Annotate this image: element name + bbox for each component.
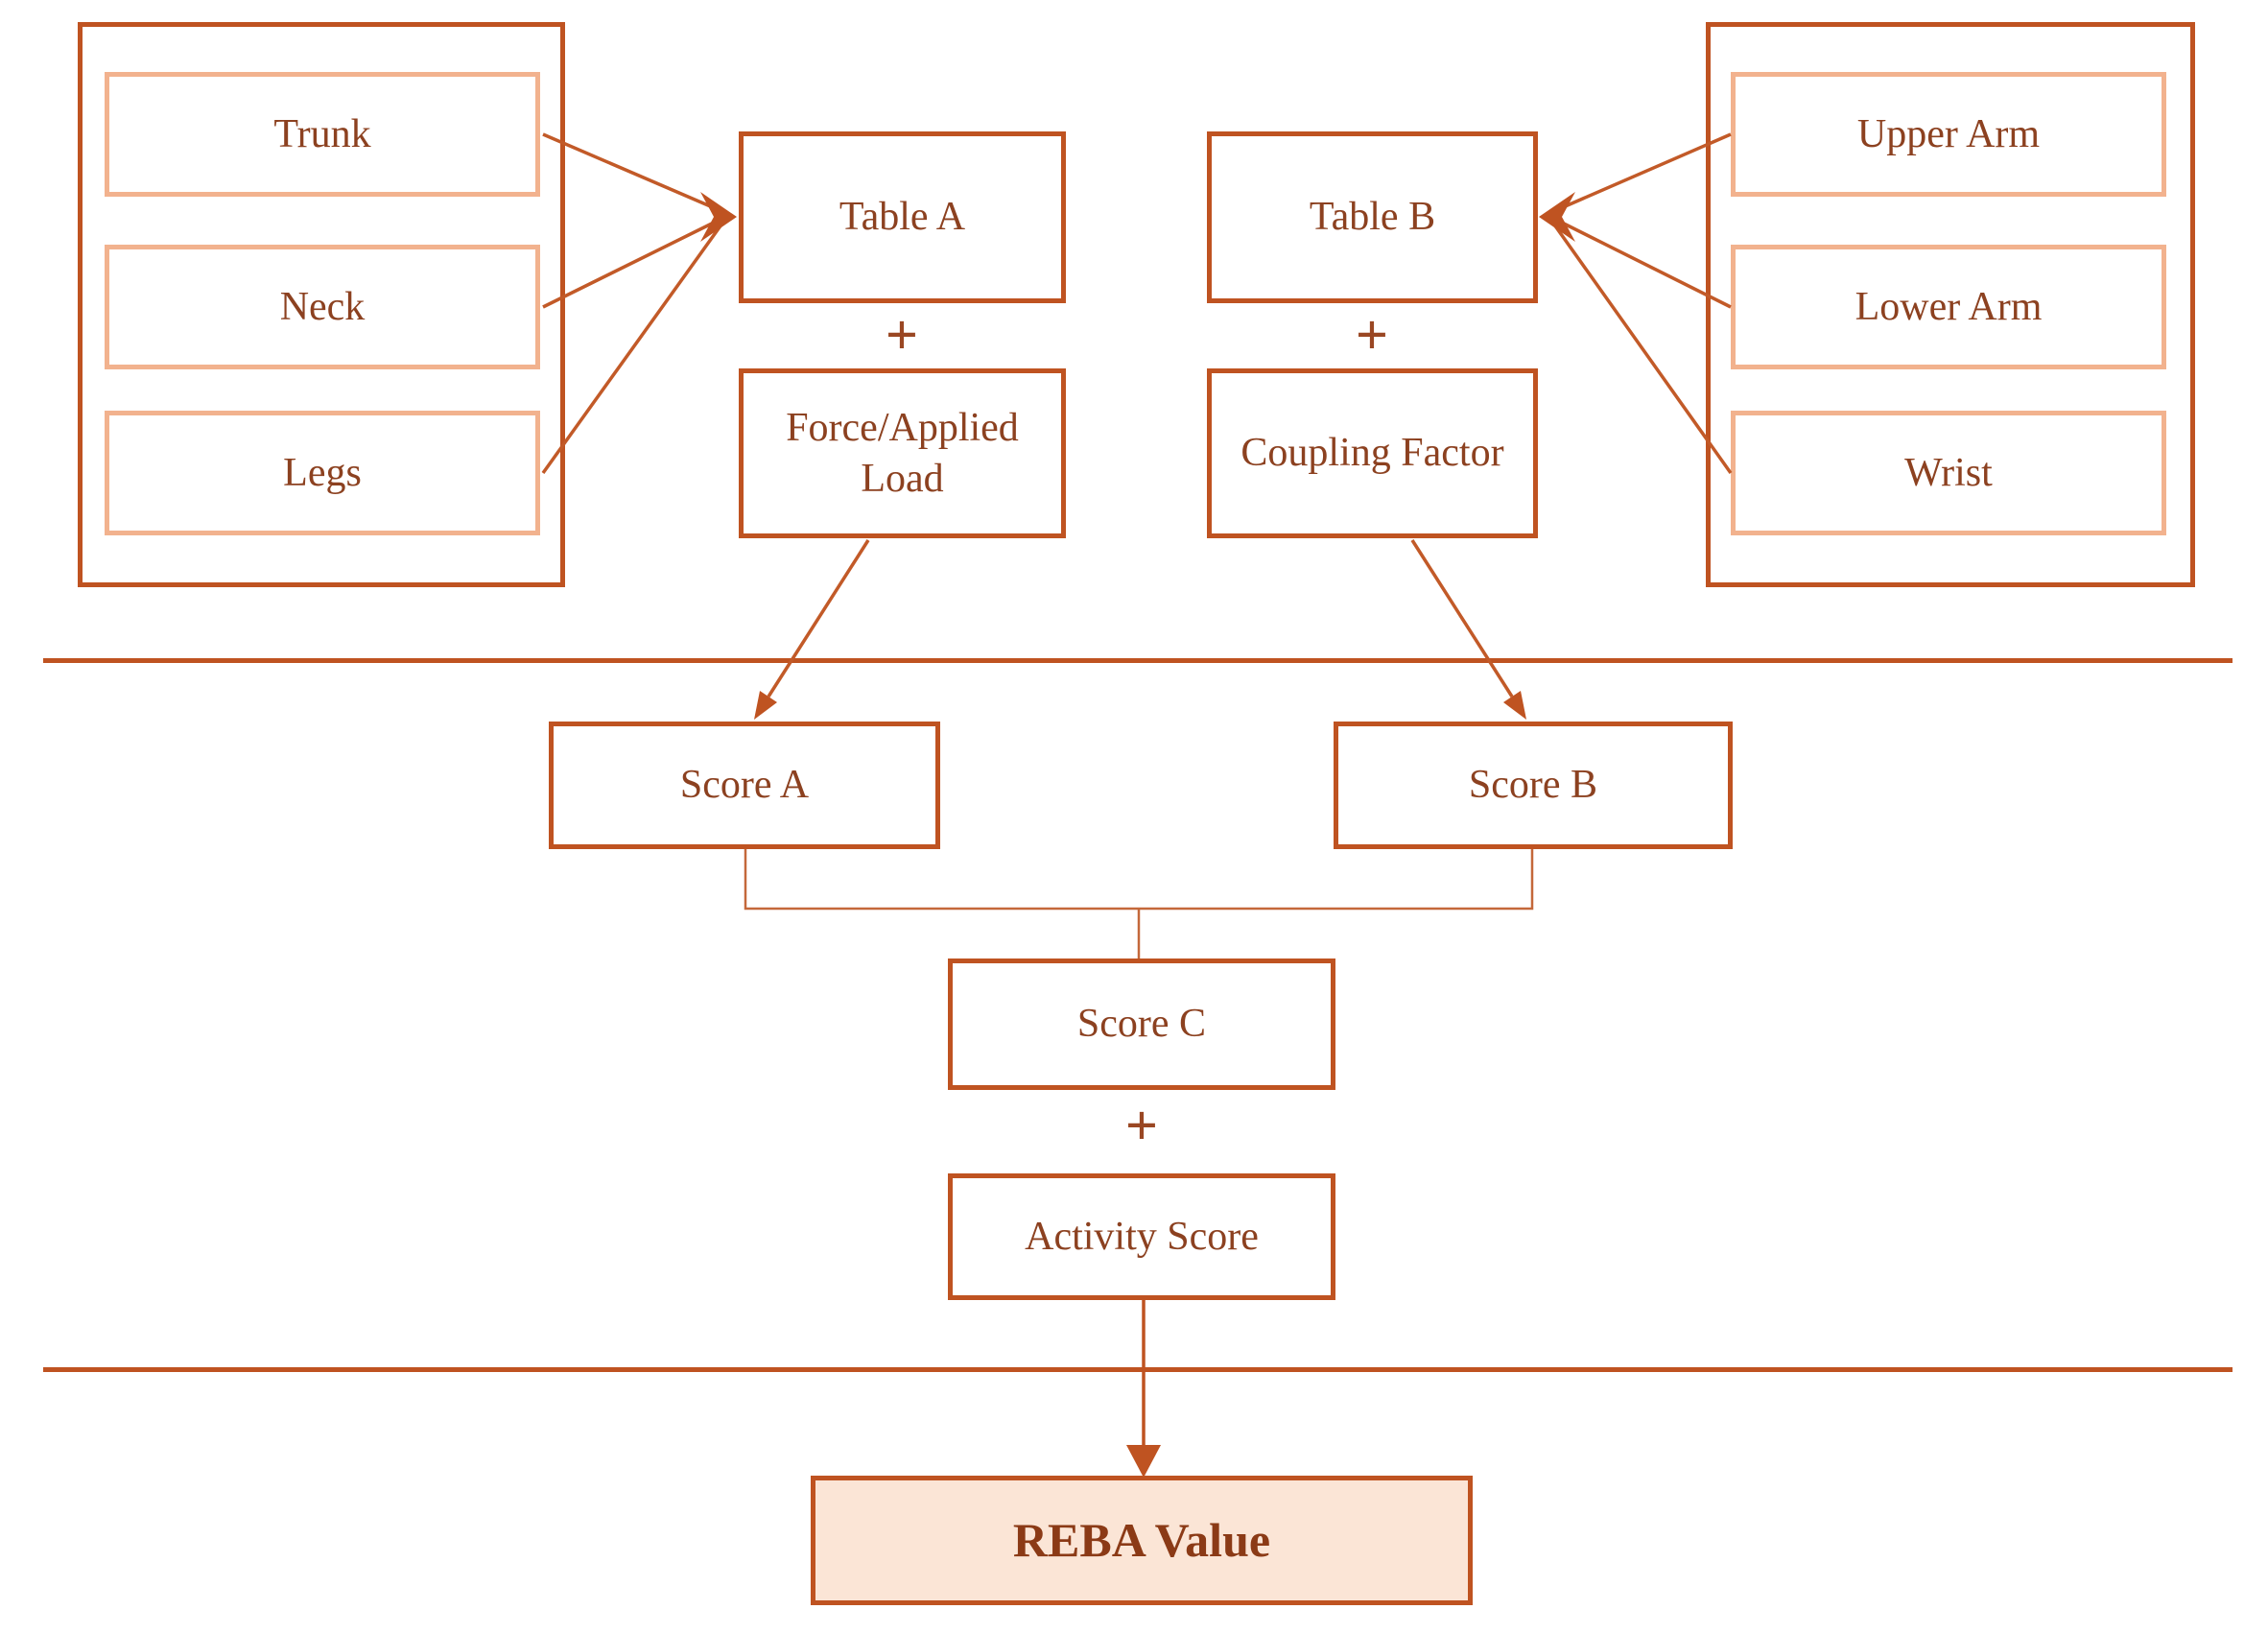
reba-arrowhead-icon [1126,1445,1161,1478]
section-divider-top [43,658,2233,663]
upper-arm-node: Upper Arm [1731,72,2166,197]
score-b-label: Score B [1468,763,1598,808]
force-applied-load-node: Force/Applied Load [739,368,1066,538]
force-applied-load-label: Force/Applied Load [786,406,1019,501]
plus-sign-score-c: + [1124,1093,1159,1157]
reba-value-label: REBA Value [1012,1513,1271,1568]
reba-value-node: REBA Value [811,1476,1473,1605]
table-b-label: Table B [1309,195,1436,240]
left-converging-lines [541,132,723,475]
section-divider-bottom [43,1367,2233,1372]
coupling-to-score-b-line [1410,539,1514,698]
score-a-arrowhead-icon [754,691,777,720]
force-to-score-a-line [767,539,870,698]
score-c-node: Score C [948,958,1335,1090]
wrist-node: Wrist [1731,411,2166,535]
plus-sign-table-b: + [1355,302,1389,367]
score-a-node: Score A [549,722,940,849]
coupling-factor-node: Coupling Factor [1207,368,1538,538]
legs-node: Legs [105,411,540,535]
table-a-node: Table A [739,131,1066,303]
table-a-label: Table A [839,195,966,240]
score-a-label: Score A [679,763,810,808]
score-b-node: Score B [1334,722,1733,849]
upper-arm-label: Upper Arm [1856,111,2041,156]
trunk-node: Trunk [105,72,540,197]
neck-label: Neck [279,284,366,329]
wrist-label: Wrist [1904,450,1993,495]
plus-sign-table-a: + [885,302,919,367]
legs-label: Legs [283,450,362,495]
activity-score-label: Activity Score [1025,1214,1259,1259]
right-converging-lines [1552,132,1733,475]
lower-arm-label: Lower Arm [1855,284,2043,329]
score-c-label: Score C [1076,1002,1207,1047]
table-b-node: Table B [1207,131,1538,303]
score-merge-connector [744,849,1534,958]
lower-arm-node: Lower Arm [1731,245,2166,369]
table-b-arrowhead-icon [1539,192,1575,242]
neck-node: Neck [105,245,540,369]
table-a-arrowhead-icon [700,192,737,242]
trunk-label: Trunk [273,111,371,156]
score-b-arrowhead-icon [1503,691,1526,720]
activity-score-node: Activity Score [948,1173,1335,1300]
coupling-factor-label: Coupling Factor [1240,431,1504,476]
